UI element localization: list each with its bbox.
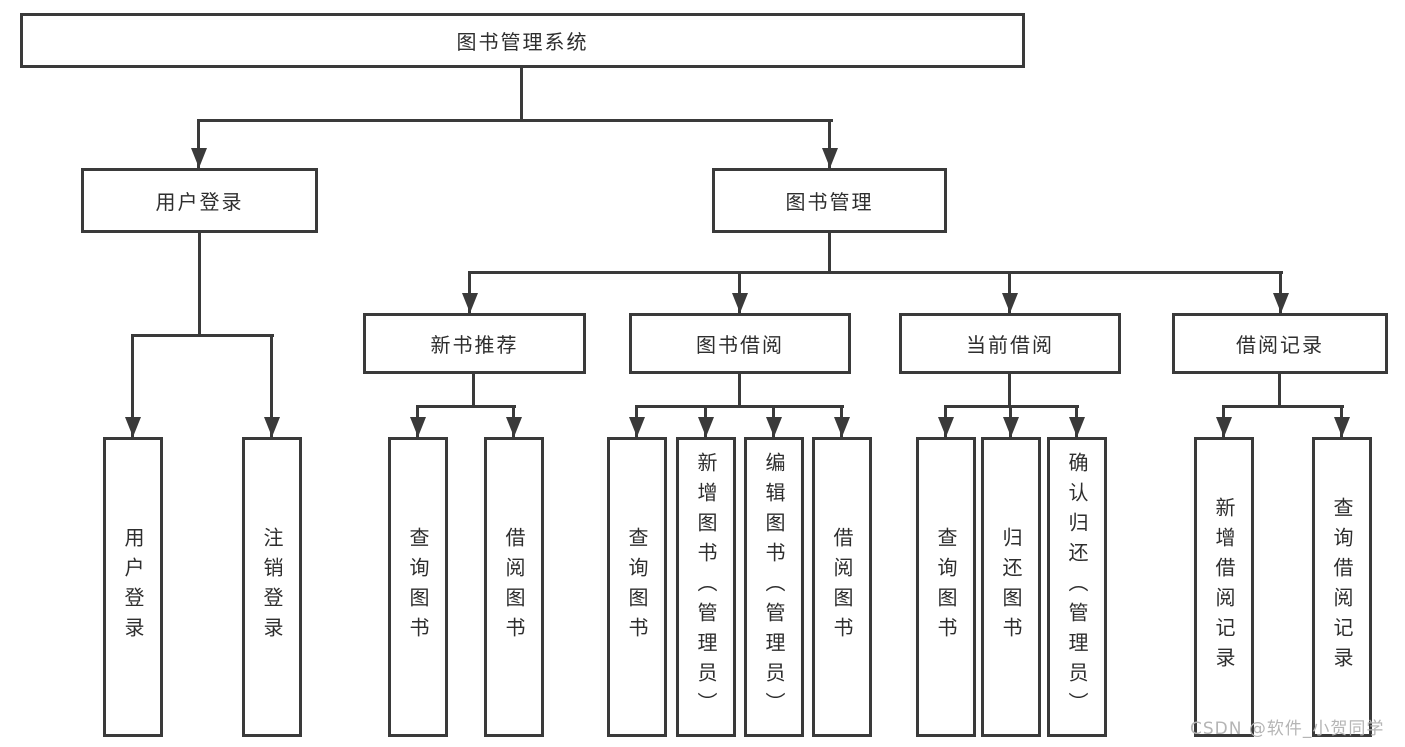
arrowhead-down [462,293,478,313]
connector-line [270,334,273,437]
node-login: 用户登录 [103,437,163,737]
node-edit-book-admin: 编辑图书（管理员） [744,437,804,737]
node-label: 新书推荐 [430,333,519,357]
connector-line [416,405,516,408]
connector-line [1008,271,1011,313]
arrowhead-down [1069,417,1085,437]
connector-line [1278,374,1281,408]
node-logout: 注销登录 [242,437,302,737]
connector-line [197,119,833,122]
csdn-watermark: CSDN @软件_小贺同学 [1190,719,1385,739]
arrowhead-down [834,417,850,437]
node-label: 借阅图书 [830,527,854,647]
arrowhead-down [732,293,748,313]
arrowhead-down [1273,293,1289,313]
connector-line [828,119,831,168]
connector-line [131,334,274,337]
node-label: 用户登录 [155,190,244,214]
node-label: 归还图书 [999,527,1023,647]
connector-line [198,233,201,336]
node-query-borrow-record: 查询借阅记录 [1312,437,1372,737]
node-add-book-admin: 新增图书（管理员） [676,437,736,737]
node-query-books-current: 查询图书 [916,437,976,737]
arrowhead-down [264,417,280,437]
node-label: 查询图书 [406,527,430,647]
arrowhead-down [698,417,714,437]
arrowhead-down [410,417,426,437]
node-add-borrow-record: 新增借阅记录 [1194,437,1254,737]
connector-line [1222,405,1344,408]
node-label: 新增图书（管理员） [694,452,718,722]
arrowhead-down [125,417,141,437]
connector-line [131,334,134,437]
node-borrow-books: 借阅图书 [812,437,872,737]
node-label: 图书借阅 [696,333,784,357]
node-label: 当前借阅 [966,333,1054,357]
arrowhead-down [191,148,207,168]
node-book-management: 图书管理 [712,168,947,233]
node-new-book-recommend: 新书推荐 [363,313,586,374]
node-label: 借阅记录 [1236,333,1324,357]
node-label: 查询借阅记录 [1330,497,1354,677]
node-user-login: 用户登录 [81,168,318,233]
node-label: 图书管理系统 [456,30,589,54]
arrowhead-down [766,417,782,437]
node-library-management-system: 图书管理系统 [20,13,1025,68]
connector-line [472,374,475,408]
node-label: 确认归还（管理员） [1065,452,1089,722]
node-query-books-recommend: 查询图书 [388,437,448,737]
node-return-book: 归还图书 [981,437,1041,737]
arrowhead-down [938,417,954,437]
arrowhead-down [1002,293,1018,313]
node-borrowing-records: 借阅记录 [1172,313,1388,374]
node-label: 新增借阅记录 [1212,497,1236,677]
connector-line [635,405,844,408]
node-label: 图书管理 [785,190,874,214]
node-label: 查询图书 [625,527,649,647]
connector-line [738,271,741,313]
node-label: 编辑图书（管理员） [762,452,786,722]
arrowhead-down [506,417,522,437]
node-label: 注销登录 [260,527,284,647]
node-book-borrowing: 图书借阅 [629,313,851,374]
node-label: 用户登录 [121,527,145,647]
connector-line [468,271,471,313]
node-query-books-borrow: 查询图书 [607,437,667,737]
connector-line [520,68,523,121]
connector-line [738,374,741,408]
node-current-borrowing: 当前借阅 [899,313,1121,374]
connector-line [828,233,831,274]
node-borrow-books-recommend: 借阅图书 [484,437,544,737]
arrowhead-down [1003,417,1019,437]
arrowhead-down [629,417,645,437]
arrowhead-down [1334,417,1350,437]
arrowhead-down [1216,417,1232,437]
arrowhead-down [822,148,838,168]
connector-line [1279,271,1282,313]
node-label: 借阅图书 [502,527,526,647]
node-label: 查询图书 [934,527,958,647]
node-confirm-return-admin: 确认归还（管理员） [1047,437,1107,737]
connector-line [1008,374,1011,408]
connector-line [197,119,200,168]
connector-line [468,271,1283,274]
